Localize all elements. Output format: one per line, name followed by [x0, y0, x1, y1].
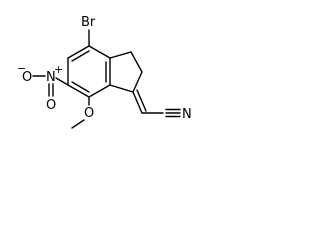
nitrile-nitrogen-label: N — [182, 107, 192, 122]
exocyclic-double-bond-a — [132, 91, 143, 114]
nitro-plus-charge: + — [54, 63, 63, 76]
bromine-label: Br — [81, 15, 96, 30]
bromo-substituent: Br — [81, 15, 96, 47]
ring-double-bond-top-left — [71, 50, 90, 62]
ring-double-bond-bottom-left — [71, 81, 90, 93]
ch2-to-c1-bond — [132, 71, 143, 93]
ring-bond-top-right — [88, 45, 111, 59]
ch2-bond-upper — [109, 51, 132, 59]
exocyclic-double-bond-b — [136, 89, 147, 112]
methoxy-oxygen-label: O — [84, 106, 94, 121]
ch2-ch2-bond — [130, 51, 143, 73]
nitro-oxygen-left-label: O — [22, 70, 32, 85]
nitro-group: N + O − O — [17, 62, 69, 113]
methoxy-group: O — [71, 96, 94, 129]
nitro-nitrogen-label: N — [46, 70, 56, 85]
cyclopentane-ring — [109, 51, 143, 93]
c1-to-ring-bond — [109, 84, 134, 93]
benzene-ring — [67, 45, 111, 98]
ring-bond-top-left — [67, 45, 90, 59]
acetonitrile-group: N — [132, 89, 192, 122]
molecule-structure-diagram: N Br N + O − O O — [17, 15, 192, 129]
c-n-bond — [55, 77, 69, 86]
ring-bond-bottom-left — [67, 84, 90, 98]
ring-bond-bottom-right — [88, 84, 111, 98]
o-methyl-bond — [71, 119, 85, 129]
nitro-minus-charge: − — [17, 62, 26, 75]
nitro-oxygen-bottom-label: O — [46, 98, 56, 113]
